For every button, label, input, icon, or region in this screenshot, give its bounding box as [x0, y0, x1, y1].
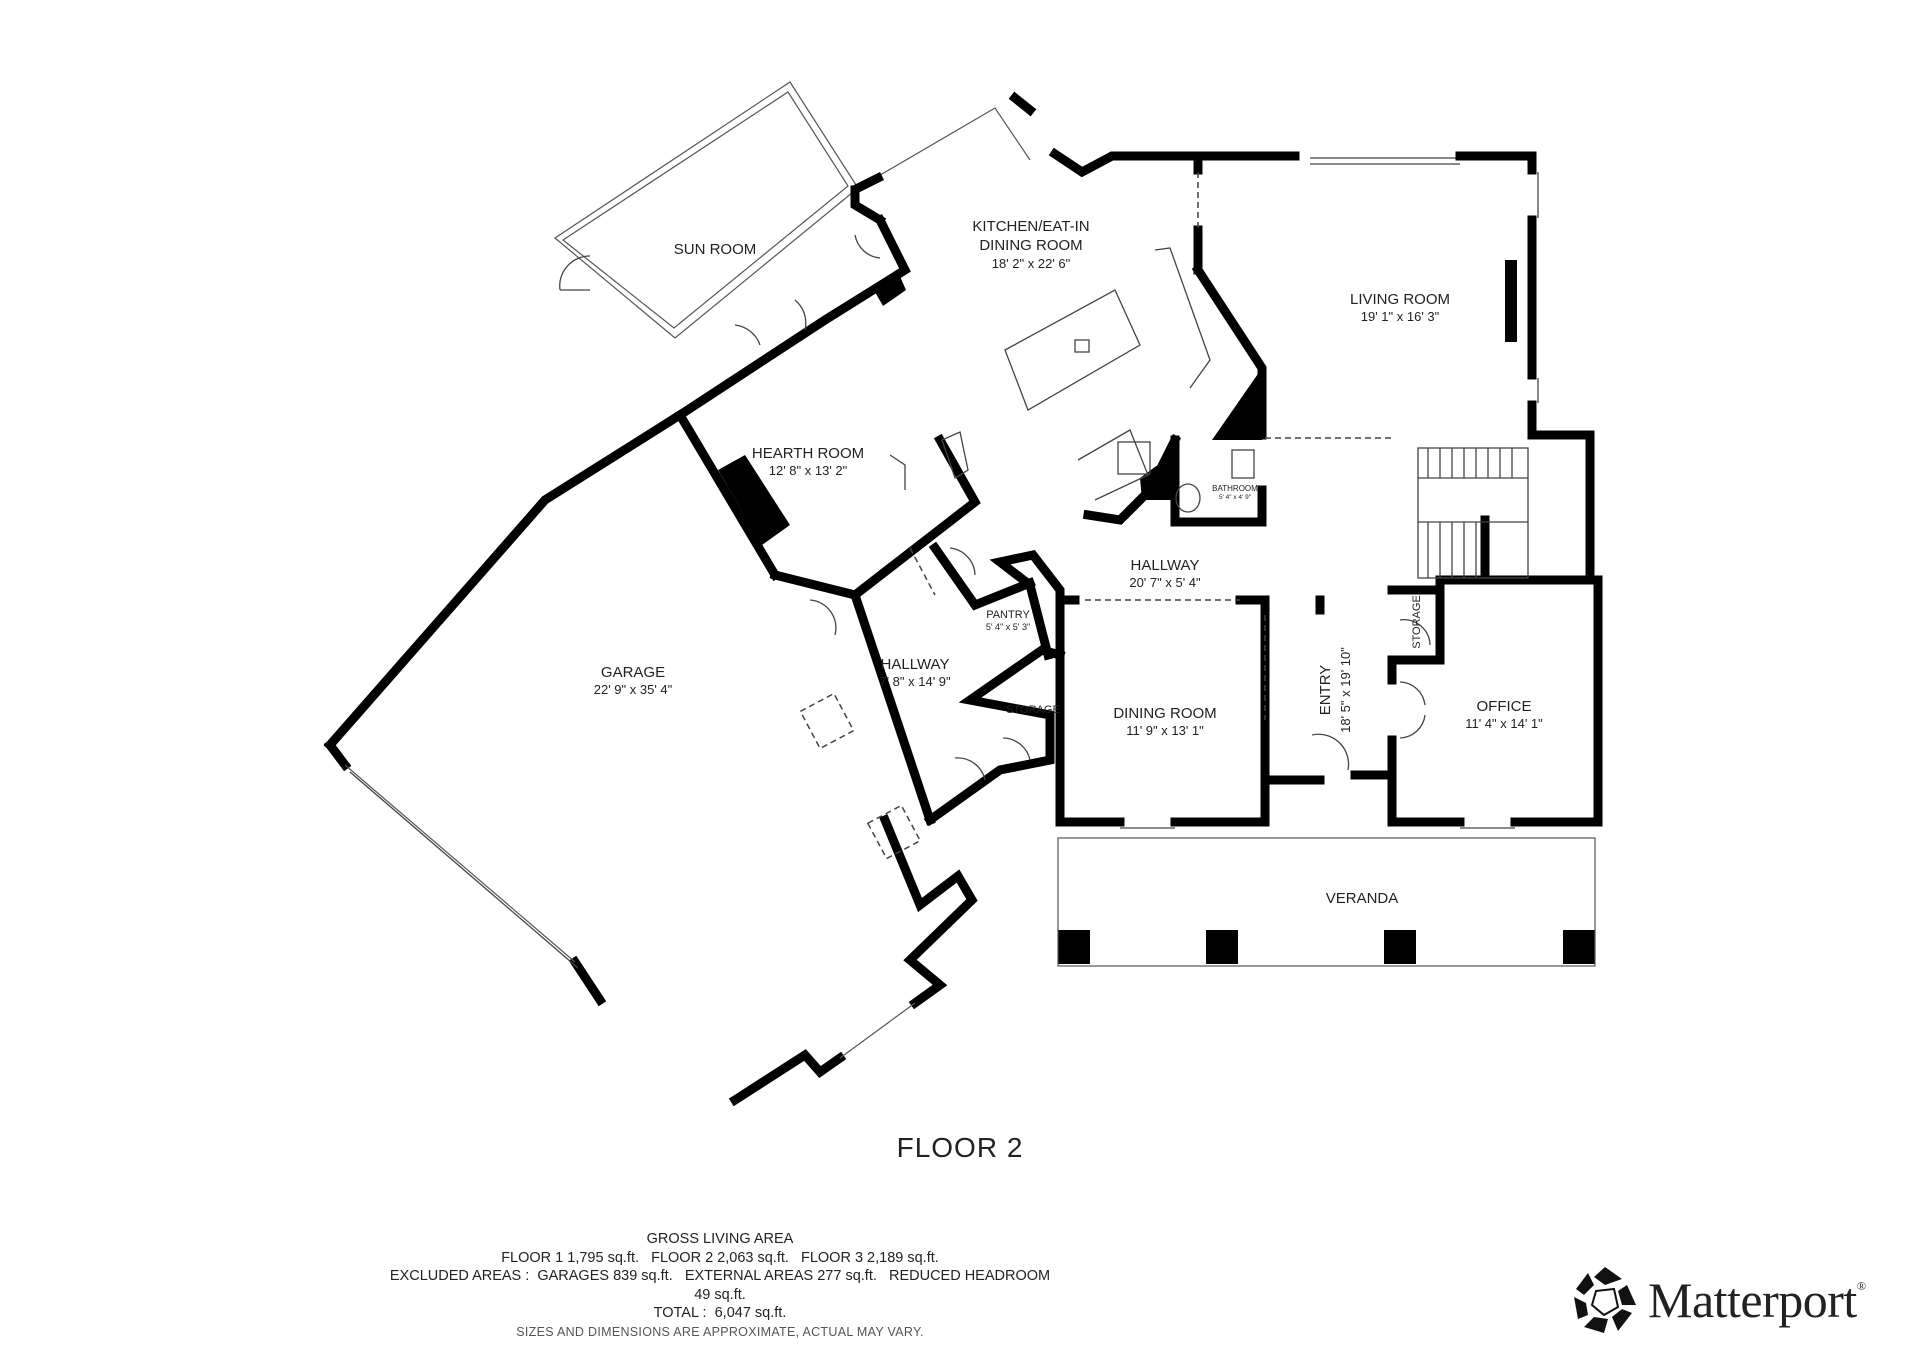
- sunroom-door-arc: [559, 255, 591, 291]
- room-dimensions: 5' 4" x 5' 3": [986, 622, 1030, 632]
- door-arc: [949, 547, 976, 576]
- cooktop: [1117, 441, 1151, 475]
- floor-title: FLOOR 2: [896, 1132, 1024, 1163]
- veranda-column-3: [1384, 930, 1416, 964]
- door-arc: [734, 324, 761, 346]
- veranda-column-2: [1206, 930, 1238, 964]
- brand-registered-mark: ®: [1856, 1279, 1866, 1293]
- kitchen-counter: [1154, 247, 1211, 389]
- staircase: [1417, 447, 1529, 579]
- veranda-column-1: [1058, 930, 1090, 964]
- living-fireplace: [1505, 260, 1517, 342]
- room-dimensions: 19' 1" x 16' 3": [1361, 309, 1440, 324]
- room-name: BATHROOM: [1212, 484, 1258, 493]
- room-name: HALLWAY: [881, 656, 950, 673]
- room-name: PANTRY: [986, 609, 1030, 621]
- door-arc: [1399, 681, 1426, 706]
- summary-floors: FLOOR 1 1,795 sq.ft. FLOOR 2 2,063 sq.ft…: [501, 1249, 939, 1266]
- room-name: GARAGE: [601, 664, 665, 681]
- room-dimensions: 11' 9" x 13' 1": [1126, 723, 1204, 738]
- room-name: ENTRY: [1317, 665, 1334, 716]
- room-name: HEARTH ROOM: [752, 445, 864, 462]
- room-name: HALLWAY: [1131, 557, 1200, 574]
- room-name: OFFICE: [1477, 698, 1532, 715]
- room-dimensions: 18' 2" x 22' 6": [992, 256, 1071, 271]
- fixtures: [344, 172, 1596, 1059]
- door-arc: [809, 599, 837, 636]
- door-arc: [794, 299, 807, 331]
- room-name: LIVING ROOM: [1350, 291, 1450, 308]
- summary-total: TOTAL : 6,047 sq.ft.: [653, 1305, 787, 1321]
- sun-room-walls: [553, 81, 859, 339]
- room-dimensions: 5' 4" x 4' 9": [1219, 494, 1252, 501]
- bath-sink: [1231, 449, 1255, 479]
- room-name: DINING ROOM: [979, 237, 1082, 254]
- door-arc: [1399, 619, 1431, 646]
- kitchen-pantry-block: [1212, 368, 1262, 440]
- kitchen-sink: [1074, 339, 1090, 353]
- room-dimensions: 18' 5" x 19' 10": [1338, 647, 1353, 733]
- room-labels: SUN ROOM KITCHEN/EAT-IN DINING ROOM 18' …: [594, 218, 1543, 907]
- brand-name: Matterport: [1648, 1272, 1857, 1328]
- room-name: VERANDA: [1326, 890, 1399, 907]
- hearth-fireplace: [718, 455, 790, 545]
- toilet: [1175, 483, 1201, 513]
- room-name: KITCHEN/EAT-IN: [972, 218, 1089, 235]
- room-name: SUN ROOM: [674, 241, 757, 258]
- room-dimensions: 20' 7" x 5' 4": [1129, 575, 1201, 590]
- room-dimensions: 22' 9" x 35' 4": [594, 682, 673, 697]
- hearth-bench: [941, 431, 969, 479]
- door-arc: [1399, 714, 1426, 739]
- room-dimensions: 12' 8" x 13' 2": [769, 463, 848, 478]
- summary-excluded: EXCLUDED AREAS : GARAGES 839 sq.ft. EXTE…: [389, 1268, 1051, 1284]
- room-name: STORAGE: [1006, 704, 1060, 716]
- summary-disclaimer: SIZES AND DIMENSIONS ARE APPROXIMATE, AC…: [516, 1324, 924, 1339]
- kitchen-counter-2: [1077, 429, 1149, 501]
- kitchen-windows: [857, 107, 1460, 189]
- veranda-column-4: [1563, 930, 1595, 964]
- door-arc: [1002, 737, 1031, 761]
- kitchen-island: [1004, 289, 1141, 411]
- room-name: STORAGE: [1411, 595, 1423, 649]
- chimney-block: [875, 272, 906, 306]
- area-summary: GROSS LIVING AREA FLOOR 1 1,795 sq.ft. F…: [0, 1230, 1440, 1341]
- summary-heading: GROSS LIVING AREA: [646, 1231, 794, 1247]
- room-dimensions: 7' 8" x 14' 9": [879, 674, 951, 689]
- veranda-outline: [1057, 837, 1596, 967]
- door-arc: [954, 757, 986, 781]
- door-arc: [854, 234, 881, 259]
- solid-fixtures: [718, 260, 1595, 964]
- matterport-wordmark: Matterport®: [1648, 1271, 1866, 1329]
- room-dimensions: 11' 4" x 14' 1": [1465, 716, 1543, 731]
- door-arc: [1311, 733, 1350, 771]
- range-block: [1140, 456, 1175, 500]
- room-name: DINING ROOM: [1113, 705, 1216, 722]
- summary-excluded-cont: 49 sq.ft.: [694, 1286, 746, 1303]
- matterport-logo-icon: [1574, 1267, 1636, 1333]
- matterport-brand: Matterport®: [1572, 1265, 1866, 1335]
